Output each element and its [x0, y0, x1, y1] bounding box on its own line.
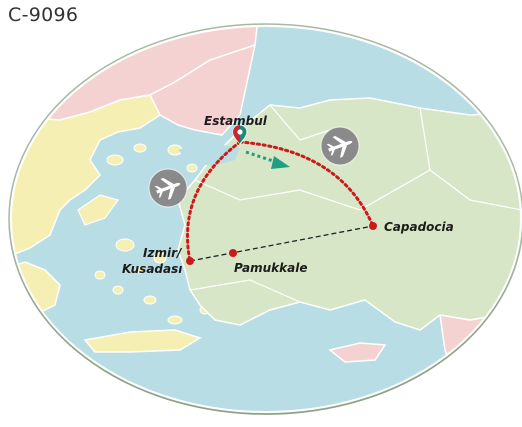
region-borders — [189, 104, 521, 303]
tour-code: C-9096 — [8, 4, 79, 26]
city-label-kusadasi: Kusadası — [122, 262, 182, 276]
map-oval-outline — [10, 25, 522, 413]
greece-mainland — [11, 94, 161, 262]
marmara-sea — [178, 142, 240, 166]
city-dot-capadocia — [369, 222, 377, 230]
greece-crete — [83, 329, 202, 353]
direction-arrow — [245, 150, 290, 169]
location-pin-icon — [232, 124, 248, 145]
turkey-anatolia — [177, 97, 521, 331]
cyprus — [328, 342, 387, 363]
city-label-capadocia: Capadocia — [384, 220, 454, 234]
turkey-thrace — [148, 43, 257, 136]
airplane-icon — [148, 168, 188, 208]
airplane-icon — [320, 126, 360, 166]
map-oval-frame — [8, 23, 522, 415]
syria-land — [439, 298, 521, 412]
flight-route-estambul-izmir — [186, 140, 242, 263]
city-label-estambul: Estambul — [204, 114, 268, 128]
city-label-izmir: Izmir/ — [143, 246, 183, 260]
city-dot-izmir — [186, 257, 194, 265]
city-label-pamukkale: Pamukkale — [234, 261, 307, 275]
flight-route-estambul-capadocia — [238, 140, 375, 228]
ground-route-izmir-capadocia — [189, 225, 374, 262]
aegean-islands — [94, 143, 211, 325]
city-dot-pamukkale — [229, 249, 237, 257]
greece-euboea — [77, 194, 119, 226]
